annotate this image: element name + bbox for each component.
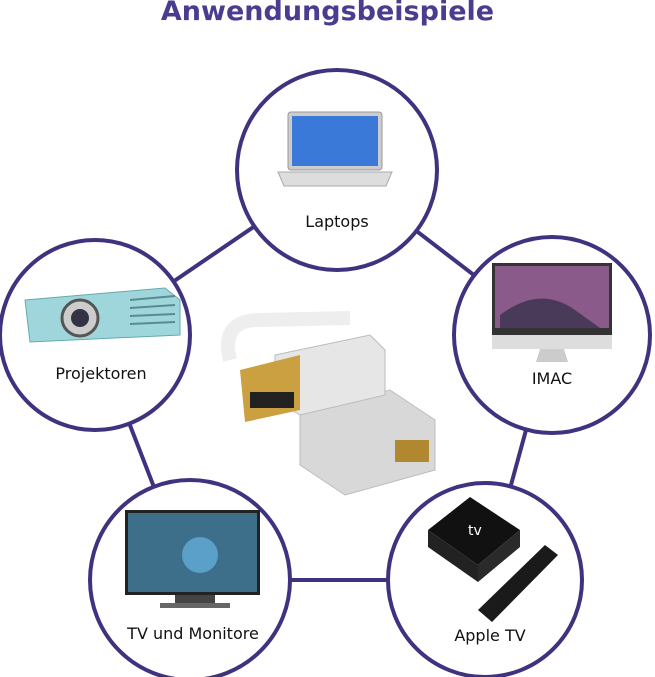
page-title: Anwendungsbeispiele xyxy=(160,0,495,27)
device-label-tv: TV und Monitore xyxy=(127,624,259,643)
tv-icon xyxy=(125,510,260,608)
displayport-hdmi-adapter-icon xyxy=(221,311,436,496)
device-label-projektoren: Projektoren xyxy=(55,364,147,383)
svg-text:tv: tv xyxy=(468,523,482,539)
device-label-imac: IMAC xyxy=(531,369,573,388)
projector-icon xyxy=(24,287,181,343)
device-label-apple-tv: Apple TV xyxy=(454,626,526,645)
imac-icon xyxy=(492,263,612,362)
laptop-icon xyxy=(277,111,393,187)
apple-tv-icon: tv xyxy=(428,497,558,622)
device-label-laptops: Laptops xyxy=(305,212,369,231)
